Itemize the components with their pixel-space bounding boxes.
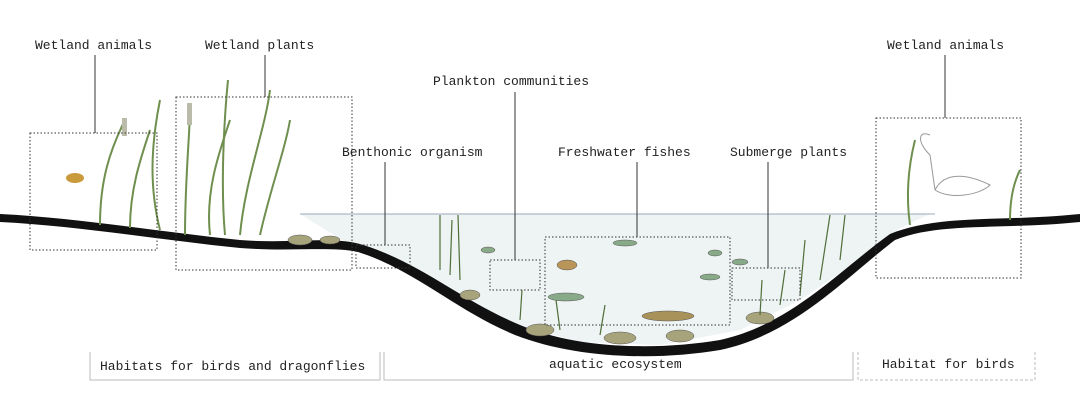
zone-label-middle: aquatic ecosystem xyxy=(549,357,682,372)
cattails xyxy=(122,103,192,136)
ground-profile xyxy=(0,214,1080,357)
egret xyxy=(920,133,991,196)
submerged-plants xyxy=(439,214,846,336)
rocks xyxy=(287,234,775,345)
label-plankton-communities: Plankton communities xyxy=(433,74,590,89)
bird-left xyxy=(66,173,84,183)
leader-lines xyxy=(94,55,946,268)
label-submerge-plants: Submerge plants xyxy=(730,145,848,160)
label-wetland-animals-left: Wetland animals xyxy=(35,38,153,53)
label-wetland-plants: Wetland plants xyxy=(205,38,315,53)
zone-label-right: Habitat for birds xyxy=(882,357,1015,372)
fishes xyxy=(480,239,749,322)
label-freshwater-fishes: Freshwater fishes xyxy=(558,145,691,160)
water-body xyxy=(300,214,930,345)
label-wetland-animals-right: Wetland animals xyxy=(887,38,1005,53)
zone-label-left: Habitats for birds and dragonflies xyxy=(100,359,366,374)
label-benthonic-organism: Benthonic organism xyxy=(342,145,483,160)
zone-brackets xyxy=(89,352,1036,381)
